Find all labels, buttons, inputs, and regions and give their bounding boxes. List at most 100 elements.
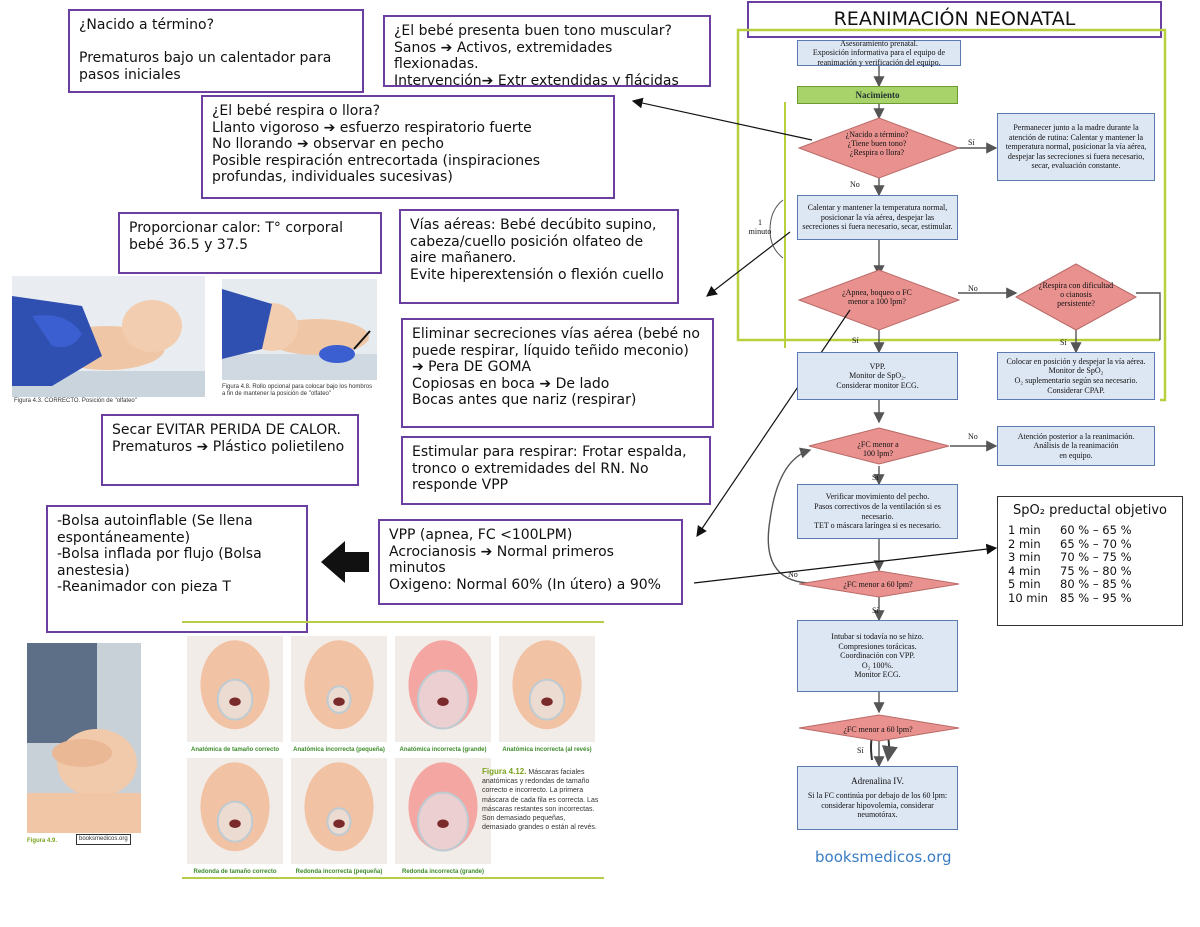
fc-d2-label: ¿Apnea, boqueo o FC menor a 100 lpm? (842, 288, 912, 307)
fc-intubar: Intubar si todavía no se hizo. Compresio… (797, 620, 958, 692)
mask-photo: Anatómica incorrecta (al revés) (499, 636, 595, 753)
fc-minuto: 1 minuto (748, 218, 772, 237)
caption-booksmedicos-box: booksmedicos.org (76, 834, 131, 845)
mask-label: Redonda incorrecta (pequeña) (295, 869, 383, 875)
note-respira-llora: ¿El bebé respira o llora? Llanto vigoros… (201, 95, 615, 199)
pointer-arrow (696, 309, 851, 537)
fc-colocar: Colocar en posición y despejar la vía aé… (997, 352, 1155, 400)
spo2-row: 4 min 75 % – 80 % (998, 563, 1182, 579)
fc-no1: No (850, 180, 860, 189)
fc-d4-label: ¿FC menor a 100 lpm? (857, 440, 899, 459)
flow-arrow (1136, 292, 1161, 340)
photo-mask-ventilation (27, 643, 141, 833)
spo2-row: 3 min 70 % – 75 % (998, 550, 1182, 565)
fc-d3-label: ¿Respira con dificultad o cianosis persi… (1038, 281, 1114, 309)
spo2-time: 5 min (1008, 577, 1041, 591)
note-tono-muscular: ¿El bebé presenta buen tono muscular? Sa… (383, 15, 711, 87)
pointer-arrow (693, 543, 998, 584)
fc-prenatal: Asesoramiento prenatal. Exposición infor… (797, 39, 961, 67)
spo2-row: 1 min 60 % – 65 % (998, 523, 1182, 538)
fc-adrenalina: Adrenalina IV. Si la FC continúa por deb… (797, 766, 958, 830)
mask-label: Redonda incorrecta (grande) (401, 869, 484, 875)
spo2-row: 10 min 85 % – 95 % (998, 590, 1182, 606)
fc-d5-label: ¿FC menor a 60 lpm? (843, 580, 913, 589)
fc-diamond-3 (1014, 263, 1138, 331)
fc-vpp: VPP. Monitor de SpO₂. Considerar monitor… (797, 352, 958, 400)
fc-diamond-5 (798, 570, 960, 598)
spo2-row: 5 min 80 % – 85 % (998, 577, 1182, 592)
fc-si1: Sí (968, 138, 975, 147)
mask-photo: Redonda incorrecta (grande) (395, 758, 491, 875)
mask-photo: Redonda de tamaño correcto (187, 758, 283, 875)
fc-d1-label: ¿Nacido a término? ¿Tiene buen tono? ¿Re… (845, 130, 909, 158)
mask-label: Redonda de tamaño correcto (193, 869, 277, 875)
mask-label: Anatómica incorrecta (pequeña) (293, 747, 385, 753)
caption-fig-4-9: Figura 4.9. (27, 838, 58, 844)
spo2-value: 70 % – 75 % (1060, 550, 1132, 564)
caption-fig-4-8: Figura 4.8. Rollo opcional para colocar … (222, 384, 373, 397)
mask-photo: Anatómica incorrecta (grande) (395, 636, 491, 753)
note-bolsa: -Bolsa autoinflable (Se llena espontánea… (46, 505, 308, 633)
spo2-row: 2 min 65 % – 70 % (998, 536, 1182, 552)
note-vias-aereas: Vías aéreas: Bebé decúbito supino, cabez… (399, 209, 679, 304)
spo2-table: SpO₂ preductal objetivo 1 min 60 % – 65 %… (997, 496, 1183, 626)
left-arrow-icon (321, 541, 369, 583)
fc-d6-label: ¿FC menor a 60 lpm? (843, 725, 913, 734)
fc-no2: No (968, 284, 978, 293)
flow-loop-arrow (767, 447, 812, 584)
fc-diamond-4 (808, 427, 950, 465)
spo2-time: 2 min (1008, 536, 1041, 551)
note-estimular: Estimular para respirar: Frotar espalda,… (401, 436, 711, 505)
spo2-time: 1 min (1008, 523, 1041, 537)
footer-booksmedicos[interactable]: booksmedicos.org (815, 848, 952, 866)
spo2-time: 4 min (1008, 563, 1041, 578)
pointer-arrow (706, 231, 791, 297)
spo2-value: 60 % – 65 % (1060, 523, 1132, 537)
pointer-arrow (631, 97, 813, 141)
figure-bottom-rule (182, 877, 604, 879)
photo-shoulder-roll (222, 279, 377, 380)
fc-atencion: Atención posterior a la reanimación. Aná… (997, 426, 1155, 466)
caption-fig-4-3: Figura 4.3. CORRECTO. Posición de "olfat… (14, 398, 137, 404)
mask-photo: Anatómica de tamaño correcto (187, 636, 283, 753)
note-proporcionar-calor: Proporcionar calor: T° corporal bebé 36.… (118, 212, 382, 274)
fc-madre: Permanecer junto a la madre durante la a… (997, 113, 1155, 181)
minute-bracket (769, 199, 784, 259)
fc-no5: No (788, 570, 798, 579)
spo2-value: 75 % – 80 % (1060, 563, 1132, 578)
fc-diamond-2 (797, 269, 961, 331)
flowchart-green-frame (790, 28, 1167, 402)
fc-si2: Sí (852, 336, 859, 345)
spo2-time: 10 min (1008, 590, 1048, 605)
note-secar: Secar EVITAR PERIDA DE CALOR. Prematuros… (101, 414, 359, 486)
fc-verificar: Verificar movimiento del pecho. Pasos co… (797, 484, 958, 539)
note-secreciones: Eliminar secreciones vías aérea (bebé no… (401, 318, 714, 428)
caption-fig-4-12: Figura 4.12. Máscaras faciales anatómica… (482, 767, 599, 831)
mask-label: Anatómica incorrecta (grande) (399, 747, 487, 753)
spo2-value: 85 % – 95 % (1060, 590, 1132, 605)
fc-no4: No (968, 432, 978, 441)
page-title: REANIMACIÓN NEONATAL (747, 1, 1162, 38)
fc-calentar: Calentar y mantener la temperatura norma… (797, 195, 958, 240)
note-vpp: VPP (apnea, FC <100LPM) Acrocianosis ➔ N… (378, 519, 683, 605)
fc-si4: Sí (872, 473, 879, 482)
mask-label: Anatómica incorrecta (al revés) (502, 747, 592, 753)
spo2-header: SpO₂ preductal objetivo (1012, 503, 1167, 518)
fc-nacimiento: Nacimiento (797, 86, 958, 104)
spo2-time: 3 min (1008, 550, 1041, 564)
mask-label: Anatómica de tamaño correcto (190, 747, 280, 753)
mask-photo: Anatómica incorrecta (pequeña) (291, 636, 387, 753)
spo2-value: 80 % – 85 % (1060, 577, 1132, 591)
fc-si6: Sí (857, 746, 864, 755)
fc-diamond-6 (798, 714, 960, 742)
figure-top-rule (182, 621, 604, 623)
flowchart-green-frame (736, 28, 1160, 342)
spo2-value: 65 % – 70 % (1060, 536, 1132, 551)
photo-sniff-position (12, 276, 205, 397)
mask-figure: Anatómica de tamaño correcto Anatómica in… (182, 628, 604, 876)
note-nacido-termino: ¿Nacido a término? Prematuros bajo un ca… (68, 9, 364, 93)
fc-diamond-1 (797, 117, 961, 179)
fc-si3: Sí (1060, 338, 1067, 347)
fc-si5: Sí (872, 606, 879, 615)
